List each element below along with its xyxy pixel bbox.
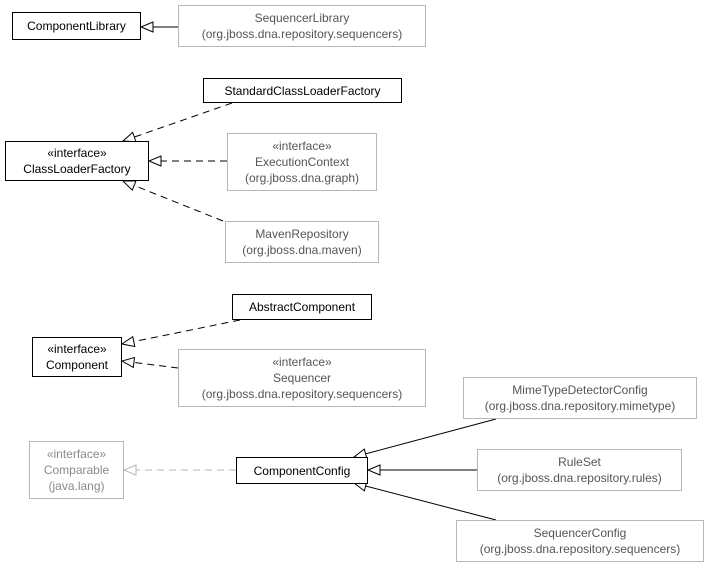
node-rule-set[interactable]: RuleSet (org.jboss.dna.repository.rules): [477, 449, 682, 491]
class-name-label: ComponentLibrary: [27, 19, 126, 33]
node-component-library[interactable]: ComponentLibrary: [12, 12, 141, 40]
package-label: (org.jboss.dna.repository.rules): [497, 471, 662, 485]
node-maven-repository[interactable]: MavenRepository (org.jboss.dna.maven): [225, 221, 379, 263]
class-name-label: Comparable: [43, 463, 110, 477]
class-name-label: ExecutionContext: [254, 155, 350, 169]
package-label: (org.jboss.dna.repository.sequencers): [479, 542, 681, 556]
package-label: (org.jboss.dna.maven): [242, 243, 362, 257]
class-name-label: Sequencer: [272, 371, 332, 385]
node-comparable[interactable]: «interface» Comparable (java.lang): [29, 441, 124, 499]
class-name-label: MavenRepository: [255, 227, 349, 241]
node-component-config[interactable]: ComponentConfig: [236, 457, 368, 484]
node-component[interactable]: «interface» Component: [32, 337, 122, 377]
node-sequencer-library[interactable]: SequencerLibrary (org.jboss.dna.repositor…: [178, 5, 426, 47]
node-standard-class-loader-factory[interactable]: StandardClassLoaderFactory: [203, 78, 402, 103]
package-label: (org.jboss.dna.repository.sequencers): [201, 387, 403, 401]
package-label: (org.jboss.dna.repository.mimetype): [484, 399, 676, 413]
stereotype-label: «interface»: [272, 355, 332, 369]
package-label: (java.lang): [48, 479, 105, 493]
class-name-label: RuleSet: [558, 455, 601, 469]
stereotype-label: «interface»: [272, 139, 332, 153]
node-execution-context[interactable]: «interface» ExecutionContext (org.jboss.dn…: [227, 133, 377, 191]
node-class-loader-factory[interactable]: «interface» ClassLoaderFactory: [5, 141, 149, 181]
stereotype-label: «interface»: [47, 146, 107, 160]
class-name-label: ComponentConfig: [253, 463, 351, 478]
class-name-label: StandardClassLoaderFactory: [224, 83, 381, 98]
stereotype-label: «interface»: [46, 447, 107, 461]
node-mime-type-detector-config[interactable]: MimeTypeDetectorConfig (org.jboss.dna.rep…: [463, 377, 697, 419]
edge-sequencerconfig-extends-componentconfig: [354, 483, 497, 521]
class-name-label: ClassLoaderFactory: [23, 162, 131, 176]
node-abstract-component[interactable]: AbstractComponent: [232, 294, 372, 320]
package-label: (org.jboss.dna.graph): [244, 171, 360, 185]
edge-mimetypedetectorconfig-extends-componentconfig: [354, 418, 497, 457]
package-label: (org.jboss.dna.repository.sequencers): [201, 27, 403, 41]
class-name-label: MimeTypeDetectorConfig: [512, 383, 648, 397]
stereotype-label: «interface»: [47, 342, 107, 356]
node-sequencer-config[interactable]: SequencerConfig (org.jboss.dna.repository…: [456, 520, 704, 562]
node-sequencer[interactable]: «interface» Sequencer (org.jboss.dna.repos…: [178, 349, 426, 407]
class-name-label: SequencerConfig: [533, 526, 627, 540]
class-name-label: AbstractComponent: [248, 300, 356, 314]
class-name-label: Component: [45, 358, 109, 372]
edge-abstractcomponent-implements-component: [122, 319, 241, 344]
edge-standardclassloaderfactory-implements-classloaderfactory: [123, 102, 233, 141]
edge-mavenrepository-implements-classloaderfactory: [123, 181, 224, 222]
class-name-label: SequencerLibrary: [254, 11, 350, 25]
edge-sequencer-extends-component: [122, 361, 179, 369]
